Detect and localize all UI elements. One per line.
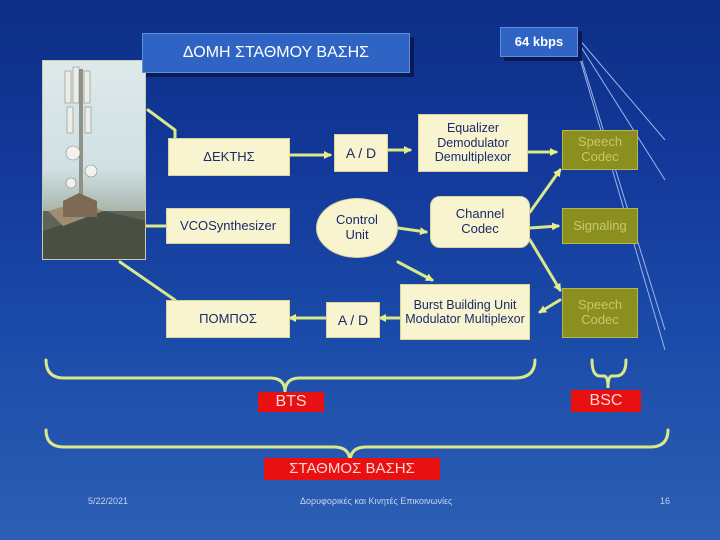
signaling-block: Signaling xyxy=(562,208,638,244)
bts-label: BTS xyxy=(258,392,324,412)
arrow-speech-burst xyxy=(538,298,562,314)
antenna-photo xyxy=(42,60,146,260)
arrow-channel-speech-top xyxy=(528,168,562,214)
rate-line-2 xyxy=(577,41,666,181)
speech-codec-bottom: Speech Codec xyxy=(562,288,638,338)
arrow-channel-speech-bottom xyxy=(528,238,562,292)
bsc-label: BSC xyxy=(571,390,641,412)
antenna-mast-icon xyxy=(43,66,145,259)
arrow-control-channel xyxy=(396,226,428,236)
burst-building-block: Burst Building Unit Modulator Multiplexo… xyxy=(400,284,530,340)
rate-line-1 xyxy=(577,37,666,141)
receiver-block: ΔΕΚΤΗΣ xyxy=(168,138,290,176)
rate-label: 64 kbps xyxy=(500,27,578,57)
speech-codec-top: Speech Codec xyxy=(562,130,638,170)
brace-bts xyxy=(44,358,537,393)
rate-line-3 xyxy=(577,47,666,331)
rate-line-4 xyxy=(577,51,666,351)
arrow-control-burst xyxy=(396,260,434,282)
control-unit: Control Unit xyxy=(316,198,398,258)
footer-course: Δορυφορικές και Κινητές Επικοινωνίες xyxy=(300,496,453,506)
transmitter-block: ΠΟΜΠΟΣ xyxy=(166,300,290,338)
channel-codec-block: Channel Codec xyxy=(430,196,530,248)
page-title: ΔΟΜΗ ΣΤΑΘΜΟΥ ΒΑΣΗΣ xyxy=(142,33,410,73)
vco-synthesizer-block: VCOSynthesizer xyxy=(166,208,290,244)
brace-bsc xyxy=(590,358,628,389)
footer-page-number: 16 xyxy=(660,496,671,506)
base-station-label: ΣΤΑΘΜΟΣ ΒΑΣΗΣ xyxy=(264,458,440,480)
ad-converter-bottom: A / D xyxy=(326,302,380,338)
equalizer-block: Equalizer Demodulator Demultiplexor xyxy=(418,114,528,172)
arrow-channel-signaling xyxy=(528,222,560,231)
ad-converter-top: A / D xyxy=(334,134,388,172)
footer-date: 5/22/2021 xyxy=(88,496,129,506)
